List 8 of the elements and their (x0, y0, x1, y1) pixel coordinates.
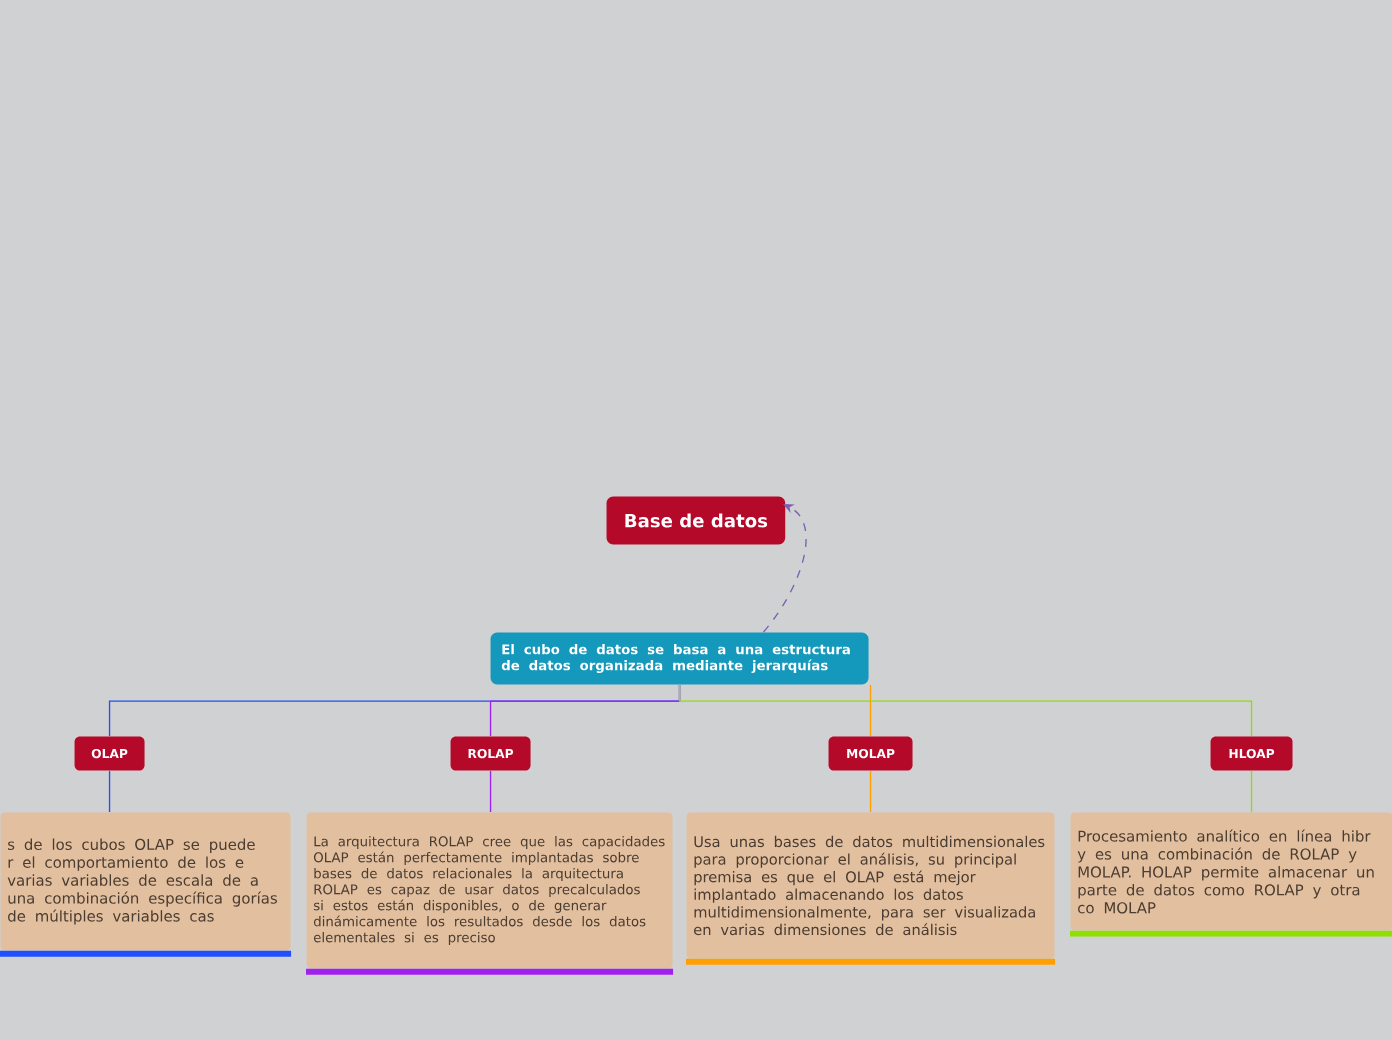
connector-line (1250, 770, 1253, 813)
connector-line (489, 770, 492, 813)
dashed-arrow (762, 504, 807, 633)
connector-line (869, 770, 872, 813)
connector-line (869, 684, 872, 737)
connector-line (678, 684, 1253, 737)
connector-line (108, 770, 111, 813)
topic-box: Base de datos (606, 496, 786, 545)
